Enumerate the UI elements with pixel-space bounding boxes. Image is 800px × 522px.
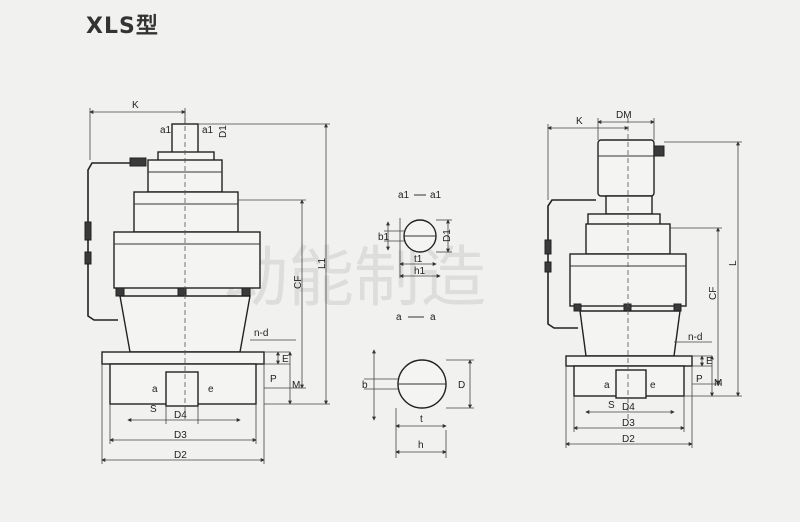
dim-label-DM: DM: [616, 110, 632, 121]
dim-label-a1-right: a1: [202, 125, 214, 136]
lower-housing: [579, 310, 681, 357]
motor: [597, 139, 655, 197]
dim-label-L: L: [728, 260, 739, 266]
dim-label-P: P: [696, 374, 703, 385]
watermark: 动能制造: [222, 239, 486, 316]
dim-label-S: S: [608, 400, 615, 411]
dim-label-K: K: [576, 116, 583, 127]
dim-label-t1: t1: [414, 254, 423, 265]
dim-label-D4: D4: [174, 410, 187, 421]
dim-label-D2: D2: [174, 450, 187, 461]
dim-label-D3: D3: [174, 430, 187, 441]
dim-label-D1: D1: [218, 125, 229, 138]
section-a1-caption-right: a1: [430, 190, 442, 201]
dim-label-n-d: n-d: [254, 328, 268, 339]
output-shaft: [165, 371, 199, 407]
oil-pipe: [87, 162, 146, 321]
section-a-caption-left: a: [396, 312, 402, 323]
dim-label-e: e: [650, 380, 656, 391]
dim-label-n-d: n-d: [688, 332, 702, 343]
dim-label-D2: D2: [622, 434, 635, 445]
dim-label-a: a: [152, 384, 158, 395]
dim-label-CF: CF: [708, 287, 719, 300]
section-a-caption-right: a: [430, 312, 436, 323]
stage-3: [113, 231, 261, 289]
stage-2: [133, 191, 239, 233]
dim-label-h1: h1: [414, 266, 426, 277]
output-shaft: [615, 369, 647, 399]
dim-label-P: P: [270, 374, 277, 385]
dim-label-D: D: [458, 380, 465, 391]
dim-label-L1: L1: [317, 257, 328, 269]
section-a1-a1: a1 a1 D1 b1 t1 h1: [378, 190, 453, 278]
dim-label-a1-left: a1: [160, 125, 172, 136]
dim-label-h: h: [418, 440, 424, 451]
section-a1-caption-left: a1: [398, 190, 410, 201]
dim-label-CF: CF: [293, 276, 304, 289]
section-a-a: a a D b t h: [362, 312, 474, 458]
dim-label-b: b: [362, 380, 368, 391]
dim-label-a: a: [604, 380, 610, 391]
left-reducer-view: K a1 a1 D1 L1 CF n-d P E M a: [84, 100, 330, 464]
dim-label-D3: D3: [622, 418, 635, 429]
mounting-flange: [101, 351, 265, 365]
dim-label-M: M: [292, 380, 300, 391]
dim-label-section-D1: D1: [442, 229, 453, 242]
dim-label-M: M: [714, 378, 722, 389]
model-title: XLS型: [86, 14, 159, 39]
dim-label-t: t: [420, 414, 423, 425]
dim-label-E: E: [706, 356, 713, 367]
dim-label-e: e: [208, 384, 214, 395]
right-reducer-view: K DM L CF n-d P E M: [544, 110, 742, 448]
dim-label-D4: D4: [622, 402, 635, 413]
dim-label-b1: b1: [378, 232, 390, 243]
dim-label-E: E: [282, 354, 289, 365]
dim-label-S: S: [150, 404, 157, 415]
mounting-flange: [565, 355, 693, 367]
dim-label-K: K: [132, 100, 139, 111]
